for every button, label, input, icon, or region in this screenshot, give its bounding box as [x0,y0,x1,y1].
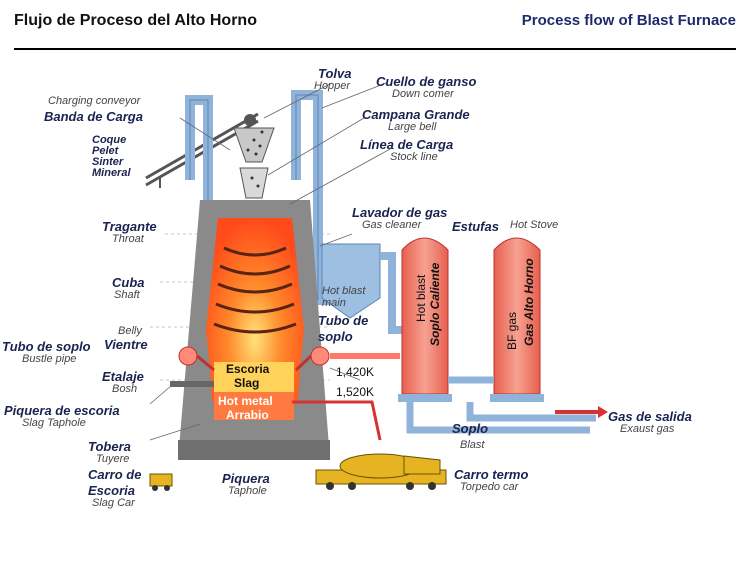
label-estufas: Estufas [452,219,499,234]
header-divider [14,48,736,50]
bustle-pipe [178,346,330,372]
label-slag-inner: Slag [234,376,260,390]
label-taphole: Taphole [228,485,267,497]
label-large-bell: Large bell [388,121,437,133]
title-spanish: Flujo de Proceso del Alto Horno [14,12,257,29]
label-tolva: Tolva [318,66,352,81]
label-gas-salida: Gas de salida [608,409,692,424]
title-english: Process flow of Blast Furnace [521,12,736,29]
label-tobera: Tobera [88,439,131,454]
label-tragante: Tragante [102,219,157,234]
label-belly: Belly [118,325,142,337]
label-hot-blast-main-1: Hot blast [322,285,366,297]
label-hot-metal-inner: Hot metal [218,394,273,408]
label-mineral: Mineral [92,167,131,179]
label-tuyere: Tuyere [96,453,130,465]
label-coque: Coque [92,134,127,146]
label-torpedo-car: Torpedo car [460,481,519,493]
label-hot-blast-main-2: main [322,297,346,309]
label-tubo-soplo-right-1: Tubo de [318,313,369,328]
label-exaust-gas: Exaust gas [620,423,675,435]
label-downcomer: Down comer [392,88,454,100]
hot-stove-2 [490,237,544,402]
label-linea: Línea de Carga [360,137,454,152]
label-tubo-soplo-right-2: soplo [318,329,353,344]
furnace-interior [206,218,304,420]
label-campana: Campana Grande [362,107,470,122]
label-carro-termo: Carro termo [454,467,529,482]
label-vientre: Vientre [104,337,148,352]
torpedo-car [315,453,447,490]
label-pelet: Pelet [92,145,119,157]
label-slag-car: Slag Car [92,497,135,509]
label-hot-stove: Hot Stove [510,219,559,231]
label-slag-taphole: Slag Taphole [22,417,86,429]
label-stove2-gas-alto-horno: Gas Alto Horno [522,258,536,346]
hopper [233,127,275,199]
label-temp-1420: 1,420K [336,365,375,379]
hot-stove-1 [398,237,452,402]
label-charging-conveyor: Charging conveyor [48,95,141,107]
taphole-flow [292,400,382,441]
label-banda: Banda de Carga [44,109,143,124]
label-arrabio-inner: Arrabio [226,408,269,422]
label-escoria-inner: Escoria [226,362,270,376]
label-stove1-hot-blast: Hot blast [414,274,428,322]
label-sinter: Sinter [92,156,124,168]
label-stock-line: Stock line [390,151,438,163]
label-bosh: Bosh [112,383,138,395]
label-cuba: Cuba [112,275,145,290]
label-stove1-soplo-caliente: Soplo Caliente [428,262,442,346]
label-stove2-bf-gas: BF gas [505,311,519,350]
label-blast: Blast [460,439,485,451]
label-bustle-pipe: Bustle pipe [22,353,77,365]
label-shaft: Shaft [114,289,140,301]
charging-conveyor [145,112,259,188]
gas-cleaner [321,243,410,334]
label-lavador: Lavador de gas [352,205,448,220]
label-gas-cleaner: Gas cleaner [362,219,422,231]
label-cuello: Cuello de ganso [376,74,477,89]
label-temp-1520: 1,520K [336,385,375,399]
leader-lines [149,82,393,441]
label-piquera-escoria: Piquera de escoria [4,403,120,418]
label-etalaje: Etalaje [102,369,144,384]
label-soplo: Soplo [452,421,489,436]
blast-pipes [406,376,596,434]
label-tubo-soplo-left: Tubo de soplo [2,339,91,354]
label-escoria: Escoria [88,483,135,498]
slag-car [149,473,173,491]
label-piquera: Piquera [222,471,270,486]
label-throat: Throat [112,233,144,245]
label-hopper: Hopper [314,80,351,92]
label-carro-de: Carro de [88,467,142,482]
